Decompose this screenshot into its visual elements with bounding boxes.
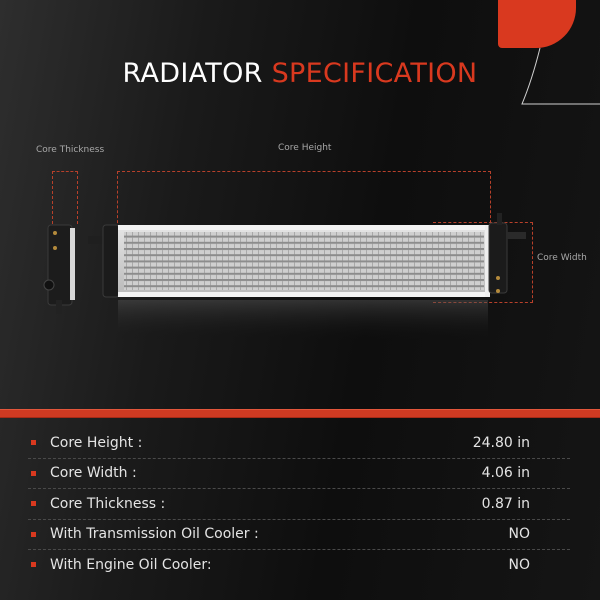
spec-row-core-width: Core Width : 4.06 in — [28, 459, 570, 489]
label-core-height: Core Height — [278, 143, 332, 153]
height-guide — [117, 171, 491, 228]
bullet-icon — [31, 562, 36, 568]
spec-list: Core Height : 24.80 in Core Width : 4.06… — [28, 428, 570, 580]
spec-label: Core Thickness : — [50, 495, 166, 512]
bullet-icon — [31, 470, 36, 476]
spec-row-core-thickness: Core Thickness : 0.87 in — [28, 489, 570, 520]
spec-value: 24.80 in — [472, 434, 530, 451]
page-title: RADIATOR SPECIFICATION — [0, 58, 600, 89]
spec-value: 4.06 in — [481, 465, 530, 482]
title-red: SPECIFICATION — [271, 58, 478, 89]
spec-value: NO — [508, 556, 531, 573]
decorative-line — [521, 47, 600, 105]
divider-bar — [0, 409, 600, 418]
spec-label: With Engine Oil Cooler: — [50, 556, 212, 573]
radiator-illustration — [43, 213, 526, 340]
title-white: RADIATOR — [122, 58, 263, 89]
bullet-icon — [31, 531, 36, 537]
bullet-icon — [31, 440, 36, 446]
spec-label: Core Width : — [50, 465, 137, 482]
spec-value: NO — [508, 526, 531, 543]
label-core-thickness: Core Thickness — [36, 145, 105, 155]
spec-label: With Transmission Oil Cooler : — [50, 526, 259, 543]
bullet-icon — [31, 501, 36, 507]
spec-row-engine-oil-cooler: With Engine Oil Cooler: NO — [28, 550, 570, 580]
spec-label: Core Height : — [50, 434, 143, 451]
spec-row-core-height: Core Height : 24.80 in — [28, 428, 570, 459]
spec-row-transmission-oil-cooler: With Transmission Oil Cooler : NO — [28, 520, 570, 550]
thickness-guide — [52, 171, 78, 224]
label-core-width: Core Width — [537, 253, 587, 263]
spec-value: 0.87 in — [481, 495, 530, 512]
